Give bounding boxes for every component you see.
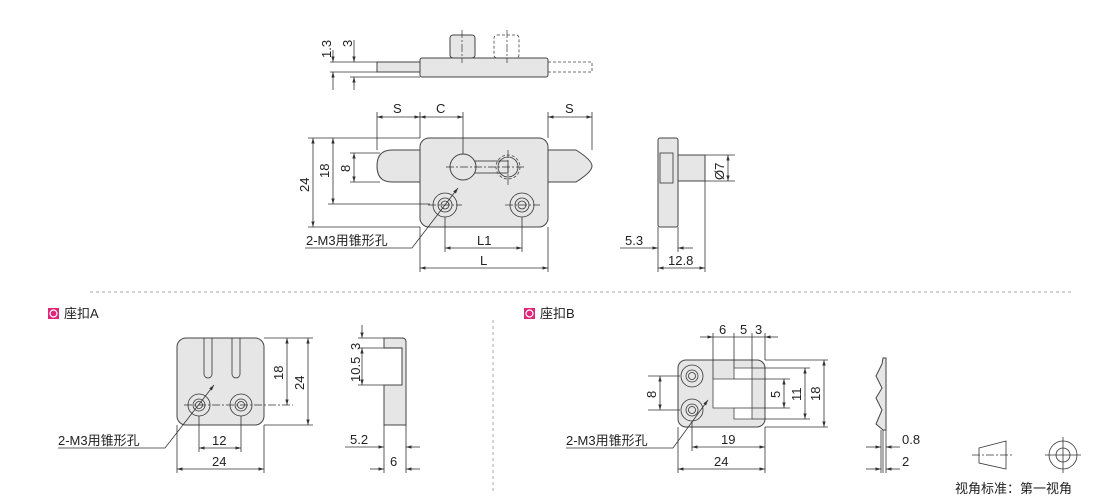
seat-b-title: 座扣B: [540, 306, 575, 321]
seat-a-dim-10-5: 10.5: [348, 357, 363, 382]
dim-l: L: [480, 253, 487, 268]
main-front-view: S C S 24 18 8 L1 L 2-M3用锥形孔: [297, 101, 593, 272]
seat-b-dim-3: 3: [755, 322, 762, 337]
seat-b-dim-19: 19: [721, 432, 735, 447]
main-side-view: 1.3 3: [319, 30, 593, 90]
seat-a-hole-note: 2-M3用锥形孔: [58, 433, 140, 448]
dim-diameter-7: Ø7: [712, 163, 727, 180]
projection-label: 视角标准：第一视角: [955, 481, 1072, 496]
seat-a-dim-6: 6: [390, 454, 397, 469]
seat-a-title: 座扣A: [64, 306, 99, 321]
seat-b-dim-5-h: 5: [768, 391, 783, 398]
hole-note: 2-M3用锥形孔: [306, 233, 388, 248]
seat-b-dim-2: 2: [902, 454, 909, 469]
first-angle-projection-symbol: 视角标准：第一视角: [955, 437, 1081, 496]
section-marker-icon: [524, 308, 535, 319]
seat-a-section: 座扣A 18 24 12 24 2-M3用锥形孔 3 10.5 5.2 6: [48, 306, 420, 473]
dim-12-8: 12.8: [668, 253, 693, 268]
dim-5-3: 5.3: [625, 233, 643, 248]
seat-b-dim-18: 18: [808, 387, 823, 401]
seat-a-dim-24: 24: [292, 376, 307, 390]
seat-a-dim-18: 18: [271, 366, 286, 380]
seat-a-dim-5-2: 5.2: [350, 432, 368, 447]
seat-a-dim-24-w: 24: [212, 454, 226, 469]
dim-18: 18: [317, 164, 332, 178]
dim-l1: L1: [477, 233, 491, 248]
seat-b-dim-6: 6: [719, 322, 726, 337]
seat-a-dim-12: 12: [212, 433, 226, 448]
main-right-view: Ø7 5.3 12.8: [620, 137, 735, 272]
seat-b-hole-note: 2-M3用锥形孔: [566, 433, 648, 448]
seat-b-section: 座扣B 6 5 3 8 5 11 18 19 24 2-M3用锥形孔 0.8 2: [524, 306, 920, 473]
seat-b-dim-8: 8: [644, 391, 659, 398]
seat-a-dim-3: 3: [348, 343, 363, 350]
dim-1-3: 1.3: [319, 40, 334, 58]
seat-b-dim-24: 24: [714, 454, 728, 469]
dim-s-left: S: [393, 101, 402, 116]
projection-cone-icon: [978, 440, 1007, 470]
dim-24: 24: [297, 178, 312, 192]
dim-s-right: S: [565, 101, 574, 116]
seat-b-dim-0-8: 0.8: [902, 432, 920, 447]
seat-b-dim-5: 5: [740, 322, 747, 337]
dim-8: 8: [338, 165, 353, 172]
dim-3: 3: [340, 40, 355, 47]
seat-b-dim-11: 11: [789, 388, 804, 402]
dim-c: C: [436, 101, 445, 116]
section-marker-icon: [48, 308, 59, 319]
